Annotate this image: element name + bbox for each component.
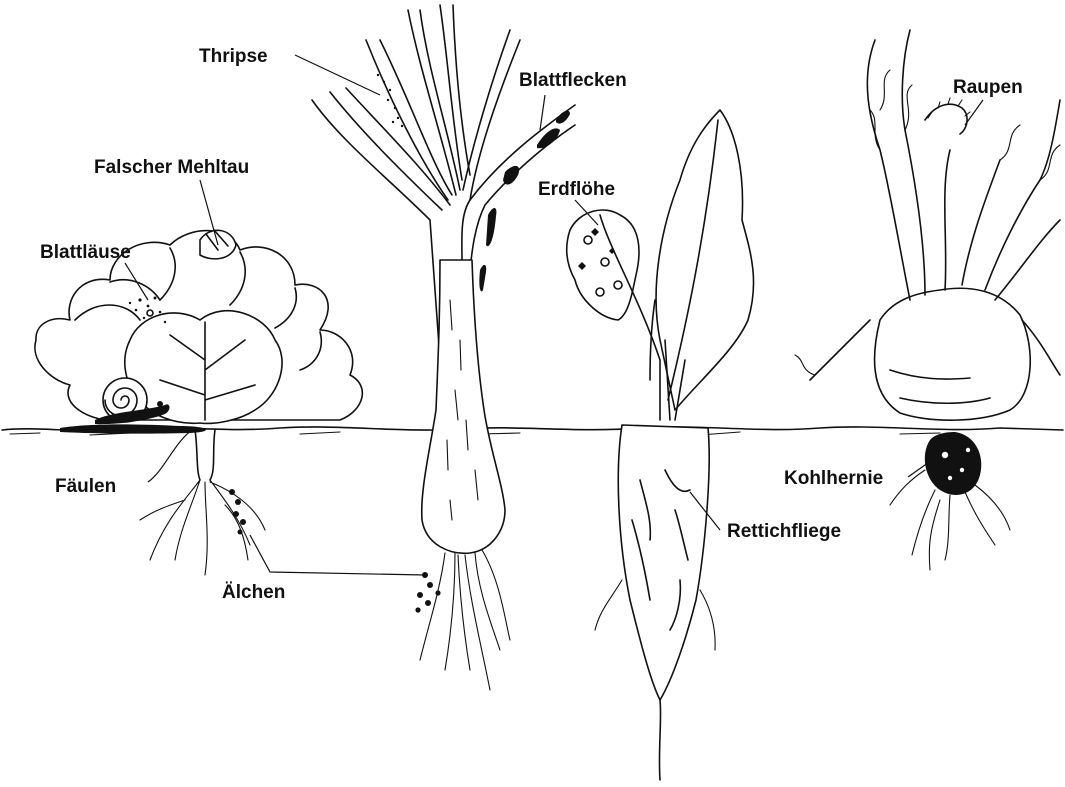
- label-falscher-mehltau: Falscher Mehltau: [94, 157, 249, 178]
- label-blattlaeuse: Blattläuse: [40, 242, 131, 263]
- leek-roots: [415, 550, 510, 690]
- label-faeulen: Fäulen: [55, 476, 116, 497]
- caterpillar: [925, 98, 970, 134]
- clubroot-galls: [925, 432, 981, 495]
- label-aelchen: Älchen: [222, 582, 285, 603]
- lettuce-roots: [140, 430, 265, 575]
- label-rettichfliege: Rettichfliege: [727, 521, 841, 542]
- label-erdfloehe: Erdflöhe: [538, 179, 615, 200]
- leek-plant: [312, 5, 575, 690]
- label-kohlhernie: Kohlhernie: [784, 468, 883, 489]
- label-blattflecken: Blattflecken: [519, 70, 627, 91]
- label-raupen: Raupen: [953, 77, 1023, 98]
- radish-plant: [567, 110, 754, 780]
- label-thripse: Thripse: [199, 46, 268, 67]
- kohlrabi-plant: [795, 30, 1060, 570]
- lettuce-plant: [35, 230, 362, 575]
